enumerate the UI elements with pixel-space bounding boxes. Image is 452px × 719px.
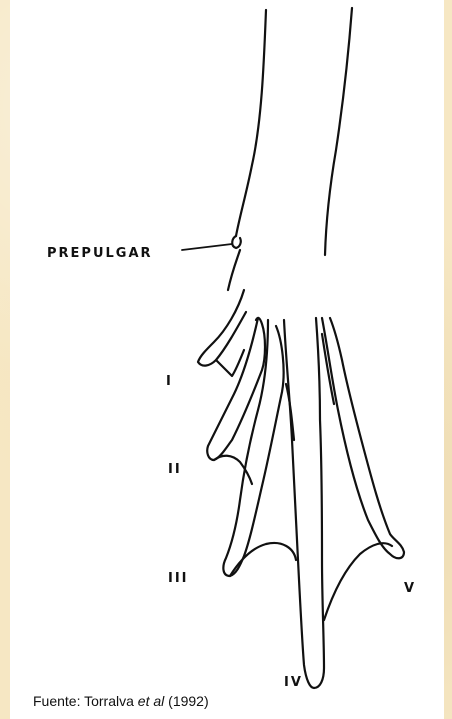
label-digit-3: III [168,571,189,586]
leg-right-outline [325,8,352,255]
prepulgar-outline [232,236,241,248]
caption-italic: et al [138,693,164,709]
caption-suffix: (1992) [164,693,208,709]
prepulgar-pointer [182,244,232,250]
leg-left-outline [236,10,266,236]
digit-1-outline [198,290,246,366]
label-prepulgar: PREPULGAR [47,246,153,261]
label-digit-5: V [404,581,416,596]
digit-5-inner-line [322,334,334,404]
label-digit-4: IV [284,675,303,690]
web-4-5-outline [324,543,392,620]
palm-left-outline [228,250,240,290]
web-3-4-outline [230,543,296,576]
digit-5-outline [322,318,404,558]
digit-3-outline [223,320,283,576]
label-digit-1: I [166,374,173,389]
caption-prefix: Fuente: Torralva [33,693,138,709]
figure-caption: Fuente: Torralva et al (1992) [33,693,209,709]
label-digit-2: II [168,462,182,477]
digit-4-outline [284,318,324,688]
